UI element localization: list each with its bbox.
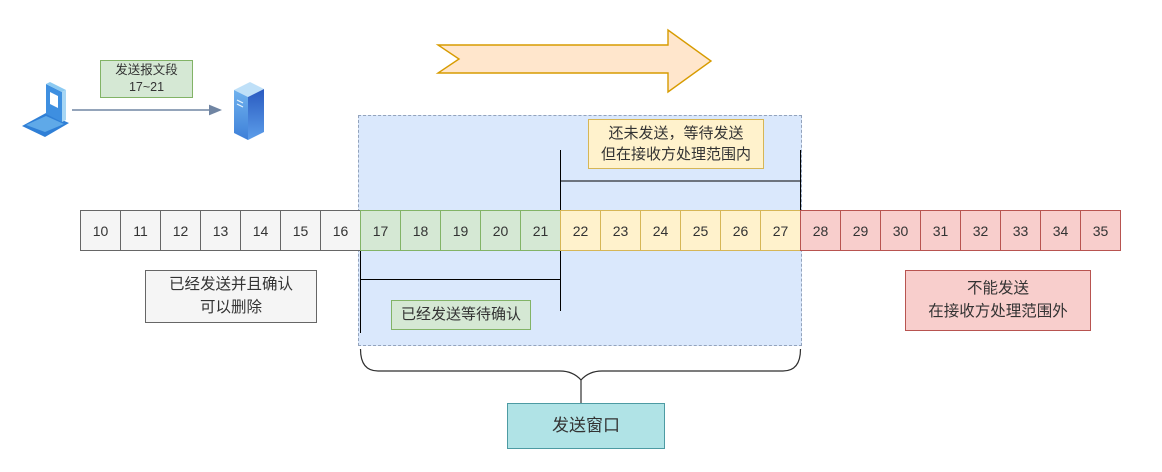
sequence-cell-14: 14: [240, 210, 281, 251]
usable-label-line2: 但在接收方处理范围内: [600, 146, 751, 163]
sequence-cell-21: 21: [520, 210, 561, 251]
blocked-label-line2: 在接收方处理范围外: [928, 302, 1068, 320]
sequence-cell-31: 31: [920, 210, 961, 251]
send-window-label: 发送窗口: [507, 403, 665, 449]
sequence-cell-24: 24: [640, 210, 681, 251]
laptop-icon: [22, 82, 69, 137]
blocked-label-line1: 不能发送: [966, 280, 1029, 298]
sequence-cell-10: 10: [80, 210, 121, 251]
transfer-label-line1: 发送报文段: [115, 63, 178, 78]
usable-label: 还未发送，等待发送 但在接收方处理范围内: [588, 119, 764, 169]
acked-label-line2: 可以删除: [199, 298, 262, 316]
sequence-cell-34: 34: [1040, 210, 1081, 251]
sequence-cell-16: 16: [320, 210, 361, 251]
transfer-label: 发送报文段 17~21: [100, 60, 193, 98]
transfer-label-line2: 17~21: [128, 80, 165, 94]
server-icon: [234, 82, 264, 140]
sequence-cell-27: 27: [760, 210, 801, 251]
sequence-cell-30: 30: [880, 210, 921, 251]
window-slide-direction-arrow: [435, 28, 713, 94]
sequence-cell-26: 26: [720, 210, 761, 251]
sequence-cell-17: 17: [360, 210, 401, 251]
sequence-cell-28: 28: [800, 210, 841, 251]
sent-unacked-label: 已经发送等待确认: [391, 300, 531, 330]
send-connector-arrow: [72, 104, 222, 116]
sequence-cell-11: 11: [120, 210, 161, 251]
sent-unacked-label-text: 已经发送等待确认: [400, 306, 521, 324]
sequence-cell-18: 18: [400, 210, 441, 251]
acked-label: 已经发送并且确认 可以删除: [145, 270, 317, 323]
sequence-cell-23: 23: [600, 210, 641, 251]
sequence-cell-20: 20: [480, 210, 521, 251]
sequence-cell-35: 35: [1080, 210, 1121, 251]
sequence-cell-29: 29: [840, 210, 881, 251]
sequence-cell-13: 13: [200, 210, 241, 251]
sequence-cell-22: 22: [560, 210, 601, 251]
sequence-cell-33: 33: [1000, 210, 1041, 251]
send-window-brace: [359, 348, 802, 381]
usable-label-line1: 还未发送，等待发送: [608, 125, 744, 142]
send-window-label-text: 发送窗口: [552, 415, 620, 435]
blocked-label: 不能发送 在接收方处理范围外: [905, 270, 1091, 331]
sequence-cell-32: 32: [960, 210, 1001, 251]
sequence-cell-19: 19: [440, 210, 481, 251]
sequence-cell-25: 25: [680, 210, 721, 251]
acked-label-line1: 已经发送并且确认: [168, 276, 293, 294]
sequence-cell-12: 12: [160, 210, 201, 251]
sequence-cell-15: 15: [280, 210, 321, 251]
